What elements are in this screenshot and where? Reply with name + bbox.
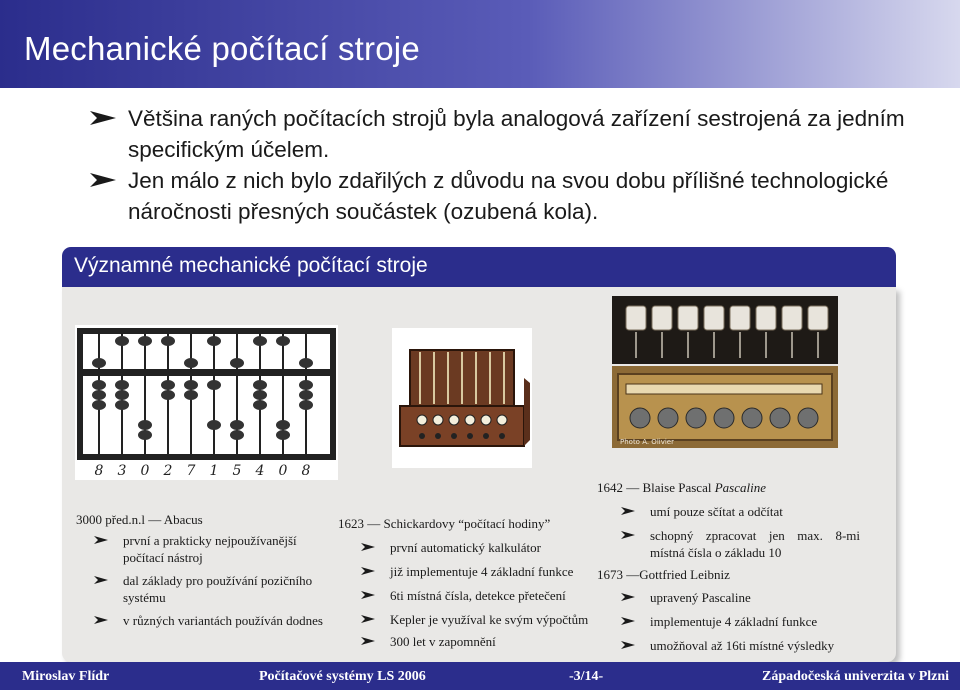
- abacus-item-text: dal základy pro používání pozičního syst…: [123, 573, 313, 605]
- arrowhead-bullet-icon: [94, 536, 108, 544]
- arrowhead-bullet-icon: [621, 617, 635, 625]
- schickard-caption: 1623 — Schickardovy “počítací hodiny”: [338, 516, 551, 531]
- schickard-item-text: 6ti místná čísla, detekce přetečení: [390, 588, 566, 603]
- leibniz-item-text: implementuje 4 základní funkce: [650, 614, 818, 629]
- arrowhead-bullet-icon: [90, 173, 116, 187]
- pascaline-image: Photo A. Olivier: [612, 296, 838, 448]
- main-bullets: Většina raných počítacích strojů byla an…: [88, 103, 928, 227]
- arrowhead-bullet-icon: [361, 637, 375, 645]
- arrowhead-bullet-icon: [361, 567, 375, 575]
- block-title: Významné mechanické počítací stroje: [74, 254, 428, 277]
- arrowhead-bullet-icon: [90, 111, 116, 125]
- arrowhead-bullet-icon: [621, 507, 635, 515]
- bullet-item: Jen málo z nich bylo zdařilých z důvodu …: [88, 165, 928, 227]
- arrowhead-bullet-icon: [621, 531, 635, 539]
- schickard-item-text: již implementuje 4 základní funkce: [390, 564, 574, 579]
- arrowhead-bullet-icon: [621, 641, 635, 649]
- abacus-digit: 8: [95, 463, 104, 479]
- pascal-caption-prefix: 1642 — Blaise Pascal: [597, 480, 715, 495]
- abacus-digit: 0: [141, 463, 150, 479]
- footer-page-number: -3/14-: [569, 669, 604, 684]
- abacus-digit: 4: [255, 463, 265, 479]
- abacus-image: 8 3 0 2 7 1 5 4 0 8: [75, 325, 338, 480]
- title-bar: Mechanické počítací stroje: [0, 0, 960, 88]
- pascal-item-text: umí pouze sčítat a odčítat: [650, 504, 783, 519]
- schickard-item-text: první automatický kalkulátor: [390, 540, 541, 555]
- abacus-digit: 2: [163, 463, 173, 479]
- leibniz-item-text: upravený Pascaline: [650, 590, 751, 605]
- arrowhead-bullet-icon: [621, 593, 635, 601]
- footer-author: Miroslav Flídr: [22, 669, 110, 684]
- block-header: Významné mechanické počítací stroje: [62, 247, 896, 287]
- footer-bar: Miroslav Flídr Počítačové systémy LS 200…: [0, 662, 960, 690]
- arrowhead-bullet-icon: [94, 576, 108, 584]
- schickard-item-text: Kepler je využíval ke svým výpočtům: [390, 612, 589, 627]
- leibniz-item-text: umožňoval až 16ti místné výsledky: [650, 638, 835, 653]
- abacus-digit: 3: [118, 463, 127, 479]
- abacus-digit: 8: [302, 463, 311, 479]
- bullet-item: Většina raných počítacích strojů byla an…: [88, 103, 928, 165]
- arrowhead-bullet-icon: [94, 616, 108, 624]
- photo-credit: Photo A. Olivier: [620, 438, 674, 446]
- abacus-digit: 1: [210, 463, 219, 479]
- abacus-caption: 3000 před.n.l — Abacus: [76, 512, 203, 527]
- schickard-item-text: 300 let v zapomnění: [390, 634, 496, 649]
- slide-title: Mechanické počítací stroje: [24, 30, 420, 67]
- pascal-caption: 1642 — Blaise Pascal Pascaline: [597, 479, 766, 496]
- footer-university: Západočeská univerzita v Plzni: [762, 669, 950, 684]
- abacus-digit: 7: [187, 463, 196, 479]
- abacus-item-text: v různých variantách používán dodnes: [123, 613, 323, 628]
- abacus-item-text: první a prakticky nejpoužívanější počíta…: [123, 533, 297, 565]
- arrowhead-bullet-icon: [361, 543, 375, 551]
- footer-course: Počítačové systémy LS 2006: [259, 669, 426, 684]
- schickard-machine-image: [392, 328, 532, 468]
- bullet-text: Většina raných počítacích strojů byla an…: [128, 106, 905, 162]
- pascal-item-text: schopný zpracovat jen max. 8-mi místná č…: [650, 528, 860, 560]
- pascal-caption-name: Pascaline: [714, 480, 766, 495]
- abacus-digit: 0: [279, 463, 288, 479]
- bullet-text: Jen málo z nich bylo zdařilých z důvodu …: [128, 168, 889, 224]
- arrowhead-bullet-icon: [361, 591, 375, 599]
- arrowhead-bullet-icon: [361, 615, 375, 623]
- abacus-digit: 5: [233, 463, 242, 479]
- leibniz-caption: 1673 —Gottfried Leibniz: [597, 567, 730, 582]
